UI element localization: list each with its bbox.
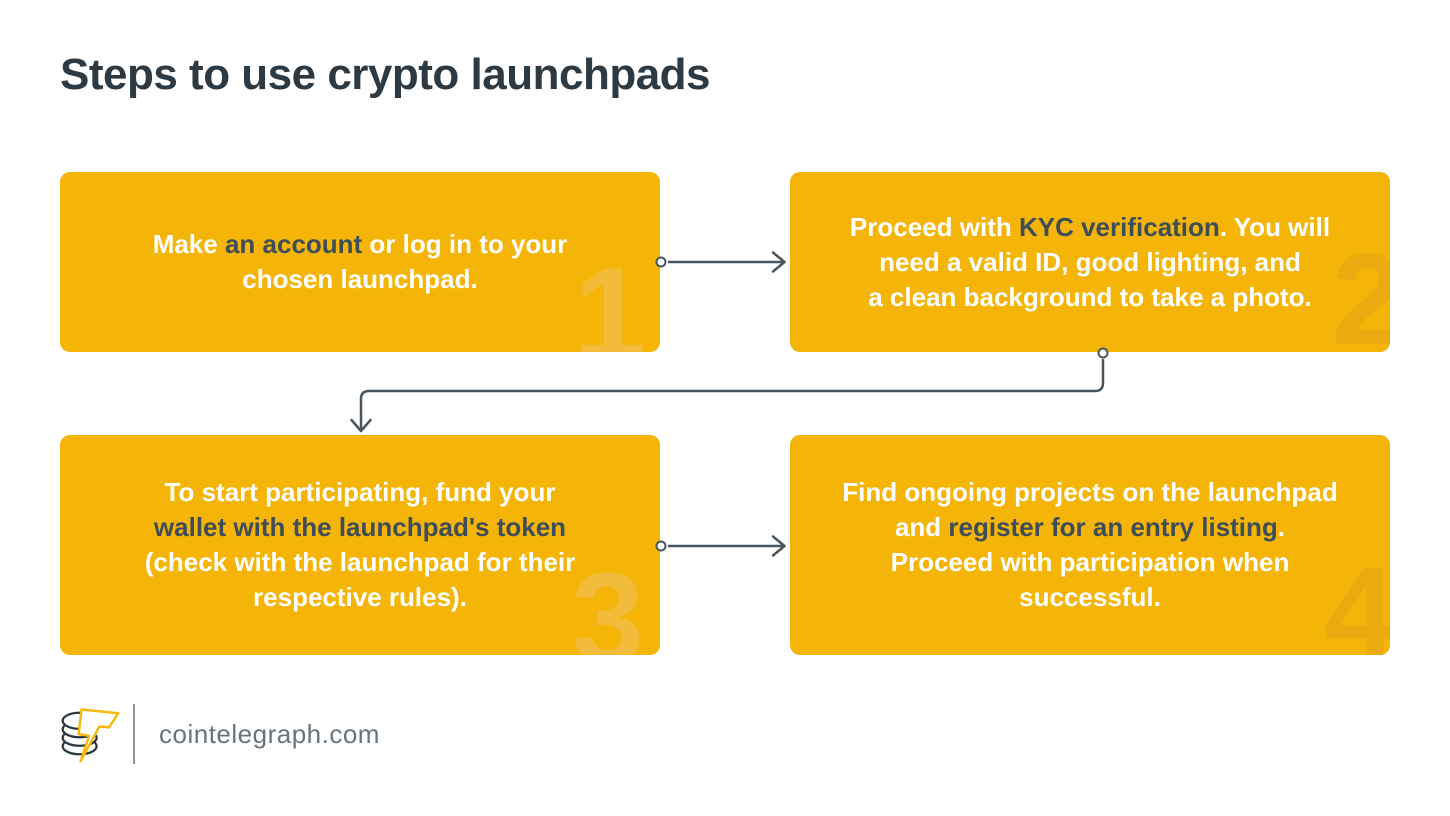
step-1-watermark-number: 1 [573, 240, 646, 352]
step-1-text: Make an account or log in to your chosen… [152, 229, 568, 294]
step-2-watermark-number: 2 [1331, 226, 1390, 352]
footer-divider [133, 704, 135, 764]
arrow-step1-to-step2 [655, 251, 786, 273]
step-box-1: Make an account or log in to your chosen… [60, 172, 660, 352]
step-3-watermark-number: 3 [571, 545, 644, 655]
arrowhead-icon [350, 418, 372, 433]
step-box-2: Proceed with KYC verification. You will … [790, 172, 1390, 352]
step-4-text: Find ongoing projects on the launchpad a… [842, 477, 1338, 612]
page-title: Steps to use crypto launchpads [60, 50, 711, 99]
footer-site-text: cointelegraph.com [159, 718, 380, 749]
connector-line [359, 359, 1105, 429]
cointelegraph-logo-icon [61, 708, 120, 763]
step-2-text: Proceed with KYC verification. You will … [849, 211, 1331, 312]
step-box-3: To start participating, fund your wallet… [60, 435, 660, 655]
step-box-4: Find ongoing projects on the launchpad a… [790, 435, 1390, 655]
connector-step2-to-step3 [350, 347, 1109, 433]
footer: cointelegraph.com [57, 700, 380, 768]
lightning-bolt-icon [77, 708, 120, 763]
arrowhead-icon [771, 535, 786, 557]
step-4-watermark-number: 4 [1323, 539, 1390, 655]
arrowhead-icon [771, 251, 786, 273]
arrow-step3-to-step4 [655, 535, 786, 557]
step-3-text: To start participating, fund your wallet… [144, 477, 576, 612]
